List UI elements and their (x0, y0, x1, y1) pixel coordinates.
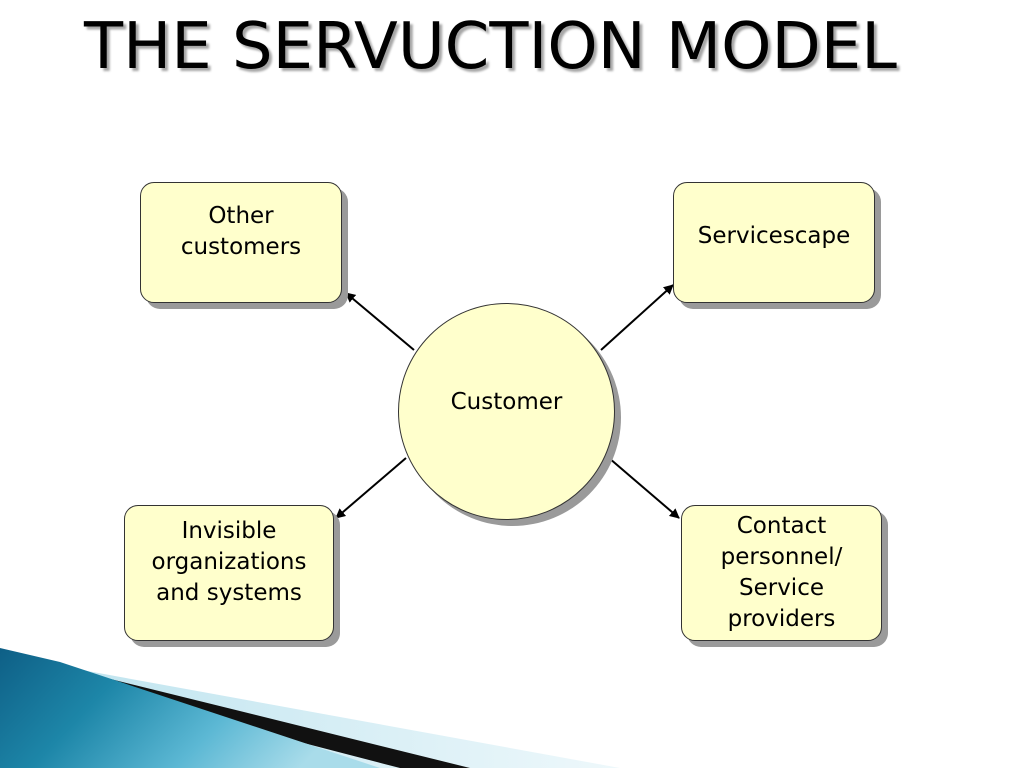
node-invisible-organizations: Invisible organizations and systems (124, 505, 334, 641)
node-label: Contact personnel/ Service providers (720, 513, 843, 632)
node-label: Other customers (180, 203, 302, 260)
arrow-to-invisible-organizations (335, 457, 407, 519)
slide-title: THE SERVUCTION MODEL (84, 10, 897, 84)
node-servicescape: Servicescape (673, 182, 875, 303)
node-contact-personnel: Contact personnel/ Service providers (681, 505, 882, 641)
arrow-to-other-customers (345, 292, 415, 351)
node-label: Servicescape (697, 223, 851, 249)
node-label: Invisible organizations and systems (151, 518, 307, 606)
node-customer: Customer (398, 303, 615, 520)
center-label: Customer (450, 388, 563, 415)
arrow-to-contact-personnel (608, 457, 680, 519)
arrow-to-servicescape (600, 284, 674, 351)
node-other-customers: Other customers (140, 182, 342, 303)
